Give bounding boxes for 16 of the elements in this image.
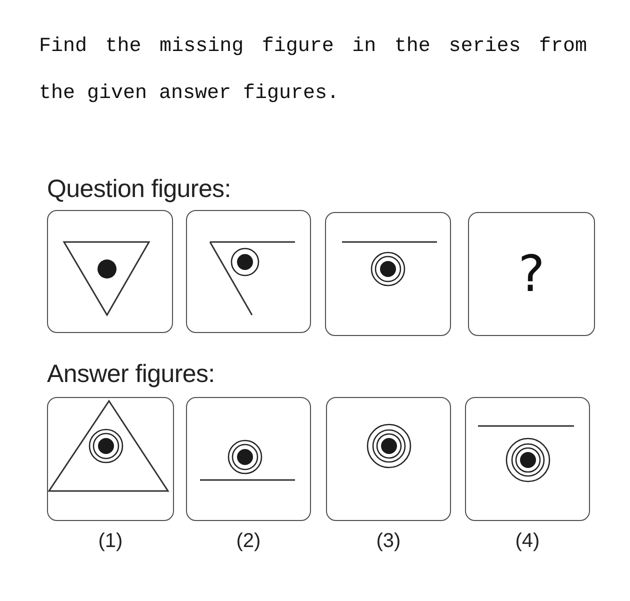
option-number: (3) <box>376 531 401 551</box>
figure-box <box>465 397 590 521</box>
figure-box <box>47 397 174 521</box>
section-heading: Question figures: <box>47 177 231 202</box>
question-text: Find the missing figure in the series from the given answer figures. <box>39 34 587 107</box>
figure-box <box>326 397 451 521</box>
option-number: (4) <box>515 531 540 551</box>
section-heading: Answer figures: <box>47 362 215 387</box>
figure-box <box>47 210 173 333</box>
figure-box <box>325 212 451 336</box>
figure-box <box>186 210 311 333</box>
option-number: (1) <box>98 531 123 551</box>
question-mark: ? <box>518 249 545 299</box>
figure-box <box>468 212 595 336</box>
option-number: (2) <box>236 531 261 551</box>
figure-box <box>186 397 311 521</box>
